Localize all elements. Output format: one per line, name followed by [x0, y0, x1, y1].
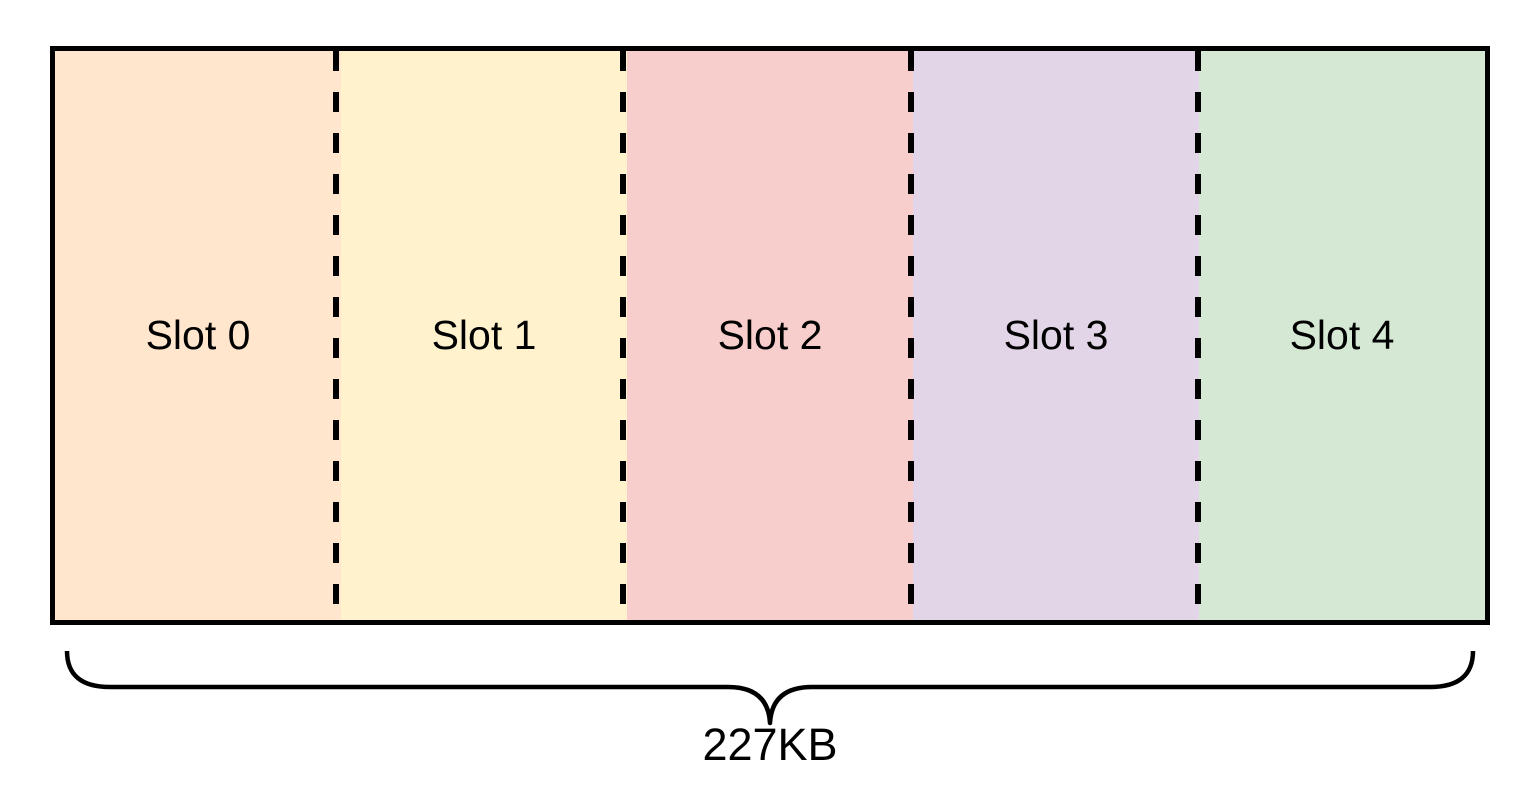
slot-divider-dashed [333, 51, 339, 620]
underbrace-icon [64, 650, 1476, 726]
slot-3: Slot 3 [913, 51, 1199, 620]
slot-1: Slot 1 [341, 51, 627, 620]
slot-1-label: Slot 1 [431, 312, 537, 358]
slot-3-label: Slot 3 [1003, 312, 1109, 358]
slot-divider-dashed [908, 51, 914, 620]
slot-4-label: Slot 4 [1289, 312, 1395, 358]
total-size-label: 227KB [702, 719, 838, 770]
slots-box: Slot 0 Slot 1 Slot 2 Slot 3 Slot 4 [50, 46, 1490, 625]
slot-2: Slot 2 [627, 51, 913, 620]
underbrace-path [64, 650, 1476, 726]
slot-divider-dashed [1195, 51, 1201, 620]
slot-0-label: Slot 0 [145, 312, 251, 358]
slot-4: Slot 4 [1199, 51, 1485, 620]
slot-divider-dashed [620, 51, 626, 620]
slot-0: Slot 0 [55, 51, 341, 620]
slot-2-label: Slot 2 [717, 312, 823, 358]
